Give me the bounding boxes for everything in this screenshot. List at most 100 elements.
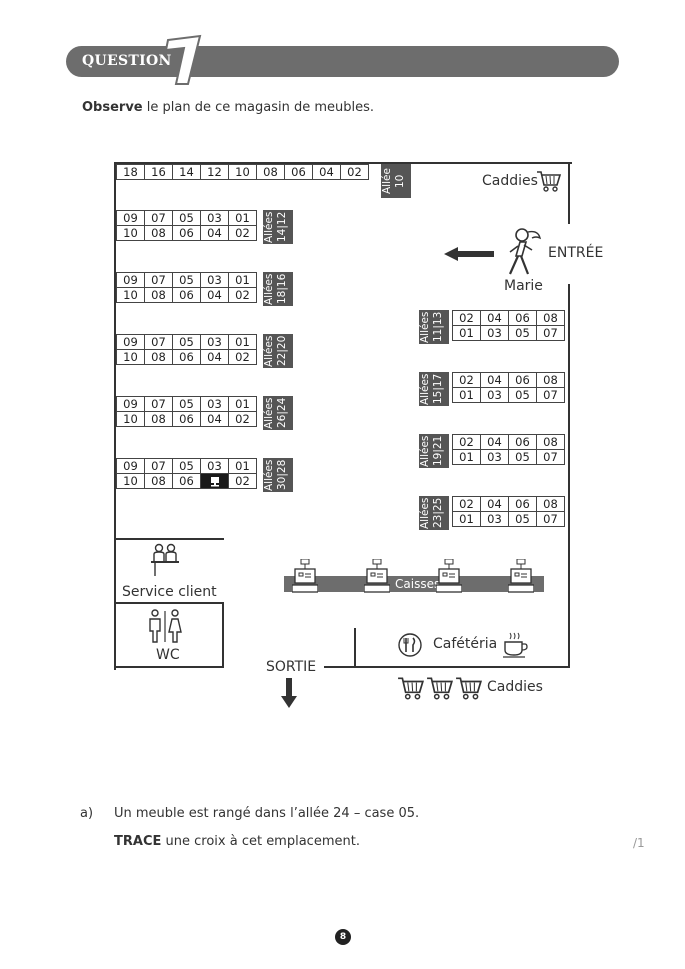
shelf-cell: 09 [116,458,145,474]
shelf-cell: 07 [536,449,565,465]
intro-text: Observe le plan de ce magasin de meubles… [82,100,375,115]
shelf-cell: 01 [452,511,481,527]
wc-label: WC [156,647,180,663]
shelf-cell: 07 [144,210,173,226]
shelf-cell: 08 [536,434,565,450]
shelf-cell: 08 [256,164,285,180]
shelf-cell: 03 [480,449,509,465]
shelf-cell: 10 [116,473,145,489]
shelf-cell: 07 [536,325,565,341]
shelf-cell: 03 [480,387,509,403]
arrow-down-icon [281,678,297,708]
service-client-label: Service client [122,584,217,600]
shelf-cell: 08 [536,372,565,388]
shelf-cell: 03 [200,272,229,288]
caddies-top-label: Caddies [482,173,538,189]
aisle-label: Allées 23|25 [419,496,449,530]
cash-register-icon [508,559,534,593]
shelf-cell: 08 [144,411,173,427]
plan-bottom-wall-left [114,666,224,668]
shelf-cell: 04 [480,310,509,326]
aisle-label: Allées 19|21 [419,434,449,468]
shelf-cell: 04 [200,349,229,365]
shelf-cell: 05 [508,387,537,403]
shelf-cell: 01 [228,334,257,350]
shelf-cell: 07 [536,511,565,527]
shelf-cell: 08 [144,225,173,241]
shelf-cell: 04 [200,225,229,241]
shelf-cell: 02 [452,310,481,326]
page-number: 8 [335,929,351,945]
checkout-bar [284,576,544,592]
aisle-label: Allées 22|20 [263,334,293,368]
shelf-cell: 05 [172,272,201,288]
walking-person-icon [508,228,542,275]
caisses-label: Caisses [395,577,441,591]
cafeteria-label: Cafétéria [433,636,498,652]
shelf-cell: 01 [452,325,481,341]
shelf-cell: 03 [480,325,509,341]
shelf-cell: 05 [508,511,537,527]
aisle-label: Allées 15|17 [419,372,449,406]
shelf-cell: 12 [200,164,229,180]
shelf-cell: 09 [116,272,145,288]
shelf-cell: 05 [172,334,201,350]
shelf-cell: 05 [172,210,201,226]
shelf-cell: 16 [144,164,173,180]
shelf-cell: 04 [480,496,509,512]
question-number-graphic [164,34,202,85]
question-a-text: Un meuble est rangé dans l’allée 24 – ca… [114,806,420,821]
shelf-cell: 03 [480,511,509,527]
cart-icon [537,171,562,192]
aisle-label: Allée 10 [381,164,411,198]
shelf-cell: 06 [172,473,201,489]
shelf-cell: 03 [200,210,229,226]
plan-right-wall-top [568,162,570,224]
shelf-cell: 02 [452,372,481,388]
shelf-cell: 02 [228,473,257,489]
shelf-cell: 07 [144,458,173,474]
shelf-cell: 08 [536,310,565,326]
caddies-bottom-label: Caddies [487,679,543,695]
shelf-cell: 10 [228,164,257,180]
score-label: /1 [633,836,645,850]
shelf-cell: 01 [228,458,257,474]
shelf-cell: 07 [144,272,173,288]
shelf-cell: 06 [172,411,201,427]
shelf-cell: 02 [340,164,369,180]
monitor-icon [210,476,219,486]
shelf-cell: 05 [172,396,201,412]
shelf-cell: 01 [452,449,481,465]
shelf-cell: 05 [172,458,201,474]
shelf-cell: 03 [200,334,229,350]
question-a-instruction: TRACE une croix à cet emplacement. [114,834,360,849]
shelf-cell: 03 [200,396,229,412]
shelf-cell: 03 [200,458,229,474]
coffee-cup-icon [503,632,528,658]
aisle-10-shelves: 18 16 14 12 10 08 06 04 02 [116,164,369,180]
shelf-cell: 01 [228,210,257,226]
shelf-cell: 05 [508,449,537,465]
shelf-cell: 04 [200,287,229,303]
highlighted-shelf-cell [200,473,229,489]
shelf-cell: 09 [116,210,145,226]
exit-label: SORTIE [266,659,317,675]
marie-label: Marie [504,278,543,294]
shelf-cell: 07 [144,334,173,350]
shelf-cell: 02 [228,349,257,365]
shelf-cell: 02 [228,287,257,303]
store-plan [114,162,572,670]
shelf-cell: 06 [508,310,537,326]
shelf-cell: 08 [536,496,565,512]
shelf-cell: 10 [116,287,145,303]
plan-right-wall-bottom [568,284,570,668]
aisle-label: Allées 30|28 [263,458,293,492]
